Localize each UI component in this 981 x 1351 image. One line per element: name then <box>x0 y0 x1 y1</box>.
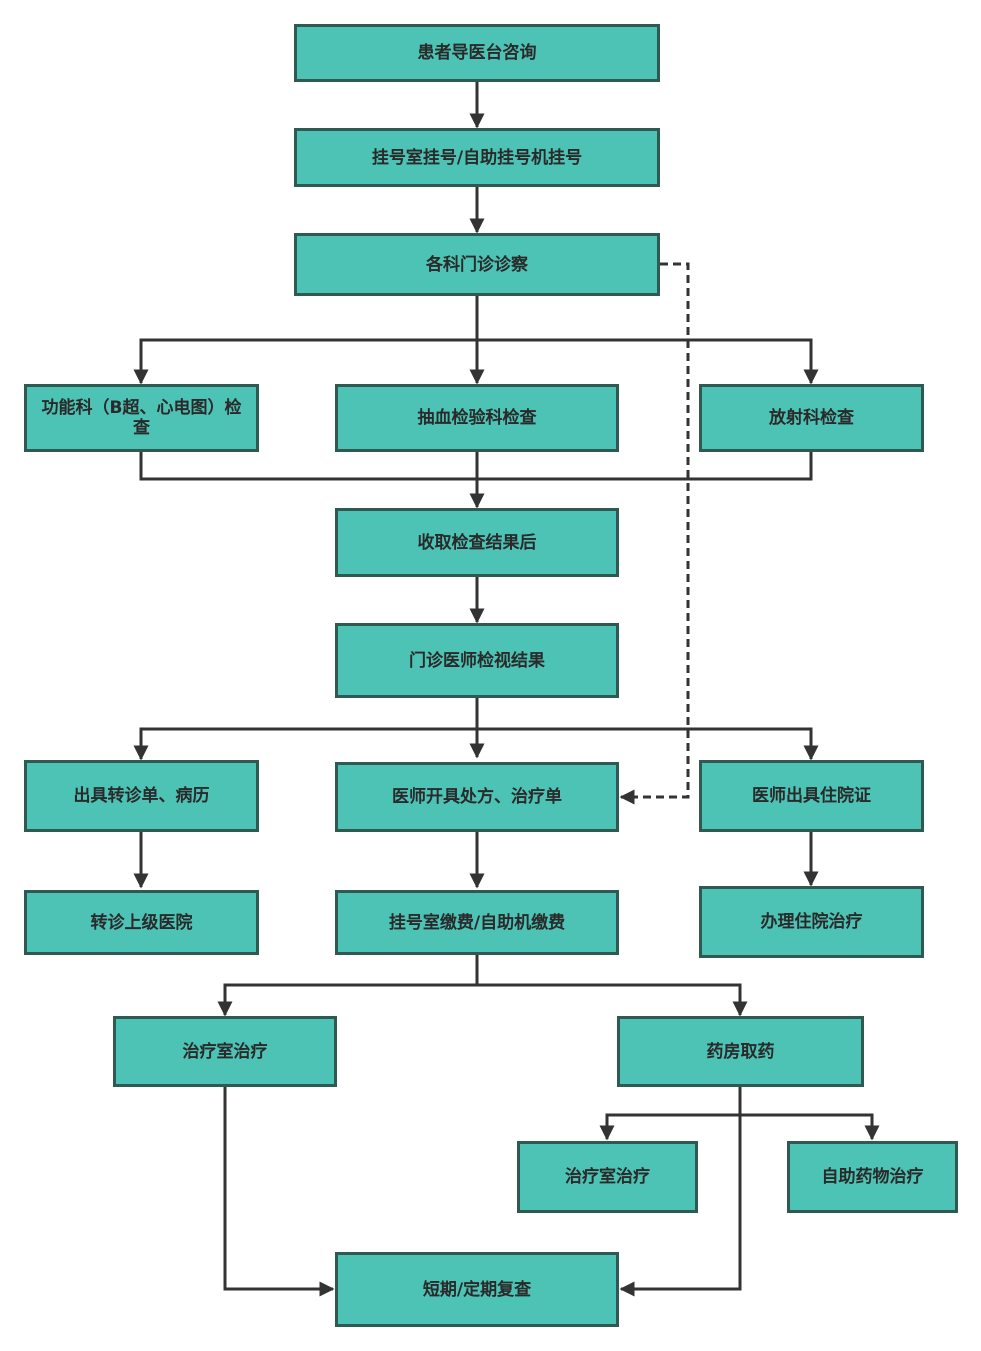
connector-outpatient-to-functional-exam <box>133 338 477 385</box>
node-blood-test: 抽血检验科检查 <box>335 384 619 452</box>
node-outpatient: 各科门诊诊察 <box>294 233 660 296</box>
connector-pharmacy-to-treatment-room-2 <box>599 1087 742 1141</box>
node-payment: 挂号室缴费/自助机缴费 <box>335 890 619 955</box>
node-pharmacy: 药房取药 <box>617 1016 864 1087</box>
node-transfer: 转诊上级医院 <box>24 890 259 955</box>
node-blood-test-label: 抽血检验科检查 <box>417 408 537 428</box>
node-doctor-review: 门诊医师检视结果 <box>335 623 619 698</box>
node-consult: 患者导医台咨询 <box>294 24 660 82</box>
connector-review-to-admission <box>477 727 819 761</box>
node-outpatient-label: 各科门诊诊察 <box>426 254 528 275</box>
node-admission-cert: 医师出具住院证 <box>699 760 924 832</box>
node-payment-label: 挂号室缴费/自助机缴费 <box>388 912 566 933</box>
node-follow-up-label: 短期/定期复查 <box>422 1279 532 1300</box>
node-self-medication: 自助药物治疗 <box>787 1141 958 1213</box>
node-functional-exam-label: 功能科（B超、心电图）检查 <box>41 398 242 438</box>
node-inpatient-label: 办理住院治疗 <box>760 912 863 932</box>
node-self-medication-label: 自助药物治疗 <box>821 1167 924 1187</box>
node-consult-label: 患者导医台咨询 <box>417 43 537 63</box>
connector-review-to-referral <box>133 727 477 761</box>
connector-payment-to-treatment-room <box>217 955 479 1017</box>
connector-outpatient-to-prescription-dashed <box>619 262 690 805</box>
connector-pharmacy-to-follow-up <box>619 1115 742 1297</box>
node-register-label: 挂号室挂号/自助挂号机挂号 <box>371 147 583 168</box>
connector-pharmacy-to-self-medication <box>740 1113 880 1141</box>
node-radiology: 放射科检查 <box>699 384 924 452</box>
node-treatment-room: 治疗室治疗 <box>113 1016 337 1087</box>
node-admission-cert-label: 医师出具住院证 <box>752 786 871 806</box>
node-prescription-label: 医师开具处方、治疗单 <box>392 787 562 807</box>
node-radiology-label: 放射科检查 <box>769 408 854 428</box>
node-treatment-room-label: 治疗室治疗 <box>182 1041 268 1062</box>
node-treatment-room-2: 治疗室治疗 <box>517 1141 698 1213</box>
node-follow-up: 短期/定期复查 <box>335 1252 619 1327</box>
connector-treatment-room-to-follow-up <box>223 1087 335 1297</box>
node-treatment-room-2-label: 治疗室治疗 <box>565 1167 650 1187</box>
node-doctor-review-label: 门诊医师检视结果 <box>409 650 545 671</box>
node-inpatient: 办理住院治疗 <box>699 886 924 958</box>
node-prescription: 医师开具处方、治疗单 <box>335 762 619 832</box>
node-register: 挂号室挂号/自助挂号机挂号 <box>294 128 660 187</box>
connector-payment-to-pharmacy <box>477 983 748 1017</box>
node-collect-results: 收取检查结果后 <box>335 508 619 577</box>
node-referral-docs: 出具转诊单、病历 <box>24 760 259 832</box>
node-referral-docs-label: 出具转诊单、病历 <box>73 786 210 806</box>
node-transfer-label: 转诊上级医院 <box>90 912 193 933</box>
node-pharmacy-label: 药房取药 <box>706 1041 775 1062</box>
node-functional-exam: 功能科（B超、心电图）检查 <box>24 384 259 452</box>
node-collect-results-label: 收取检查结果后 <box>417 532 537 553</box>
connector-outpatient-to-radiology <box>477 338 819 385</box>
